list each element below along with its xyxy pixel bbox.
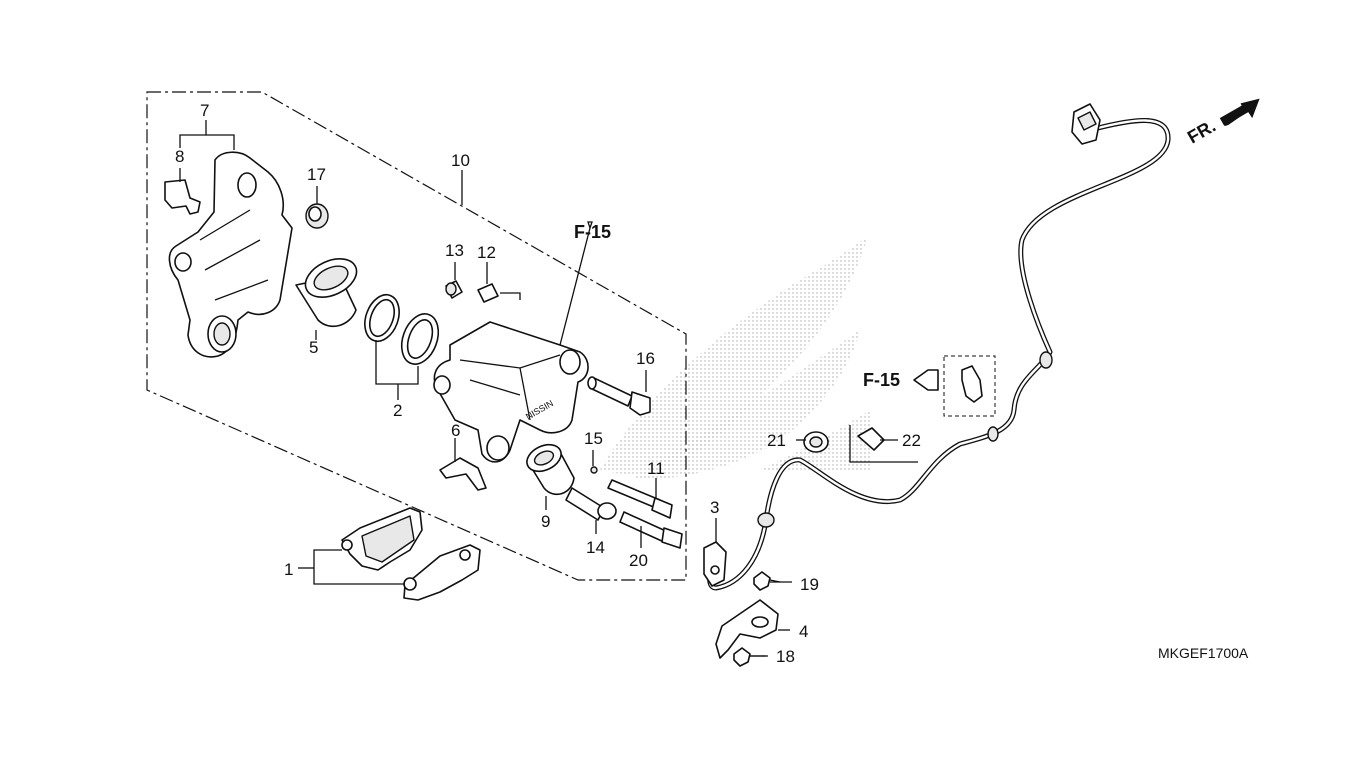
callout-20: 20 [629,551,648,570]
pad-retainer-clip [164,179,201,215]
slide-pin [607,479,673,519]
detail-box [943,355,996,417]
pin-bolt [587,376,651,416]
callout-8: 8 [175,147,184,166]
callout-5: 5 [309,338,318,357]
callout-16: 16 [636,349,655,368]
pin-sleeve [565,487,617,521]
wheel-speed-sensor-assembly [703,103,1171,591]
reference-right-label: F-15 [863,370,900,390]
clamp [803,431,829,453]
brake-pads [341,507,481,601]
watermark-wing-logo [600,236,870,480]
sleeve [526,443,575,496]
callout-4: 4 [799,622,808,641]
bolt-19 [753,571,781,591]
cable-stay [961,365,983,403]
front-direction-arrow-icon [1219,98,1260,126]
piston-seal-rings [364,293,440,365]
assembly-outline [146,91,687,581]
callout-14: 14 [586,538,605,557]
callout-21: 21 [767,431,786,450]
bleed-screw [445,280,463,299]
reference-top-label: F-15 [574,222,611,242]
callout-1: 1 [284,560,293,579]
pad-spring [439,457,487,491]
hollow-arrow-icon [913,369,939,391]
piston [295,258,358,328]
callout-13: 13 [445,241,464,260]
callout-17: 17 [307,165,326,184]
sensor-bracket [715,599,779,659]
diagram-code: MKGEF1700A [1158,645,1249,661]
callout-15: 15 [584,429,603,448]
callout-7: 7 [200,101,209,120]
callout-3: 3 [710,498,719,517]
caliper-body: NISSIN [433,321,589,463]
callout-22: 22 [902,431,921,450]
callout-9: 9 [541,512,550,531]
direction-label: FR. [1184,116,1219,148]
callout-2: 2 [393,401,402,420]
leader-lines [179,120,657,585]
callout-11: 11 [647,459,665,478]
seal [590,466,598,474]
callout-19: 19 [800,575,819,594]
callout-18: 18 [776,647,795,666]
bolt-18 [733,647,766,667]
caliper-bracket [168,151,293,358]
bleed-cap [477,283,521,303]
mounting-bolt [619,511,683,549]
boot [305,203,329,229]
callout-numbers: 1 2 3 4 5 6 7 8 9 10 11 12 13 14 15 16 1… [175,101,921,666]
leader-lines-right [715,439,898,657]
callout-10: 10 [451,151,470,170]
callout-12: 12 [477,243,496,262]
callout-6: 6 [451,421,460,440]
